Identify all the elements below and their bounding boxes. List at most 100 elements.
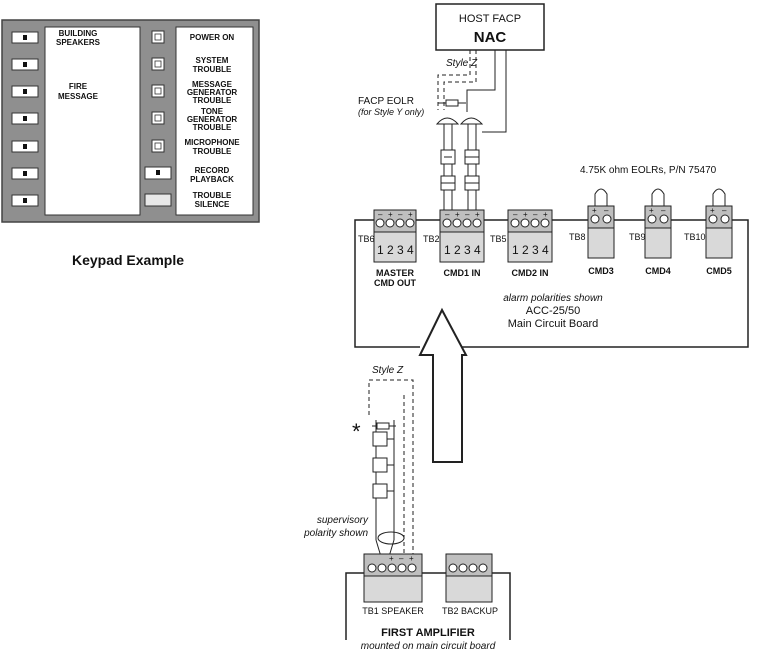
tb6-minus-2: – <box>398 210 403 219</box>
cmd-out-label: CMD OUT <box>374 278 416 288</box>
board-name-label: Main Circuit Board <box>508 318 598 330</box>
cmd4-label: CMD4 <box>645 266 671 276</box>
tb9-minus: – <box>661 206 666 215</box>
tb5-num-4: 4 <box>542 243 549 257</box>
alarm-polarities-label: alarm polarities shown <box>503 293 603 304</box>
tb2-minus-2: – <box>465 210 470 219</box>
tb5-num-3: 3 <box>532 243 539 257</box>
tb9-block <box>644 188 672 259</box>
tb2-num-4: 4 <box>474 243 481 257</box>
trouble-silence-label-1: TROUBLE <box>193 191 232 200</box>
microphone-trouble-label-1: MICROPHONE <box>184 138 240 147</box>
supervisory-label: supervisory <box>317 515 369 526</box>
tb6-num-1: 1 <box>377 243 384 257</box>
tb8-label: TB8 <box>569 232 586 242</box>
asterisk-mark: * <box>352 419 361 444</box>
system-trouble-label-1: SYSTEM <box>196 56 229 65</box>
host-facp-box: HOST FACP NAC <box>435 3 545 51</box>
board-model-label: ACC-25/50 <box>526 305 580 317</box>
microphone-trouble-label-2: TROUBLE <box>193 147 232 156</box>
amp-tb2-block <box>445 553 493 603</box>
tone-gen-trouble-label-1: TONE <box>201 107 224 116</box>
tb2-block <box>439 209 485 263</box>
tb6-minus-1: – <box>378 210 383 219</box>
msg-gen-trouble-label-2: GENERATOR <box>187 88 238 97</box>
first-amplifier-label: FIRST AMPLIFIER <box>381 627 475 639</box>
tb5-minus-1: – <box>513 210 518 219</box>
tb6-plus-2: + <box>408 210 413 219</box>
tb5-num-2: 2 <box>522 243 529 257</box>
tb1-speaker-label: TB1 SPEAKER <box>362 606 424 616</box>
tb8-plus: + <box>592 206 597 215</box>
tb2-num-2: 2 <box>454 243 461 257</box>
eolrs-label: 4.75K ohm EOLRs, P/N 75470 <box>580 165 717 176</box>
up-arrow <box>418 307 468 463</box>
first-amplifier-outline <box>345 572 511 640</box>
tone-gen-trouble-label-3: TROUBLE <box>193 123 232 132</box>
tb6-label: TB6 <box>358 234 375 244</box>
tb10-minus: – <box>722 206 727 215</box>
tb5-block <box>507 209 553 263</box>
tone-gen-trouble-label-2: GENERATOR <box>187 115 238 124</box>
tb5-label: TB5 <box>490 234 507 244</box>
cmd5-label: CMD5 <box>706 266 732 276</box>
cmd2-in-label: CMD2 IN <box>511 268 548 278</box>
tb2-label: TB2 <box>423 234 440 244</box>
tb2-num-3: 3 <box>464 243 471 257</box>
amp-plus-2: + <box>409 554 414 563</box>
tb5-plus-2: + <box>543 210 548 219</box>
building-speakers-label-2: SPEAKERS <box>56 38 101 47</box>
tb10-block <box>705 188 733 259</box>
keypad-title: Keypad Example <box>72 252 184 268</box>
tb9-plus: + <box>649 206 654 215</box>
tb2-backup-label: TB2 BACKUP <box>442 606 498 616</box>
amp-tb1-block <box>363 553 423 603</box>
building-speakers-label-1: BUILDING <box>59 29 98 38</box>
facp-eolr-note: (for Style Y only) <box>358 107 424 117</box>
tb2-plus-1: + <box>455 210 460 219</box>
tb10-plus: + <box>710 206 715 215</box>
msg-gen-trouble-label-3: TROUBLE <box>193 96 232 105</box>
tb10-label: TB10 <box>684 232 706 242</box>
cmd3-label: CMD3 <box>588 266 614 276</box>
style-z-top-label: Style Z <box>446 58 478 69</box>
system-trouble-label-2: TROUBLE <box>193 65 232 74</box>
speaker-wiring <box>368 379 414 561</box>
tb2-minus-1: – <box>445 210 450 219</box>
facp-eolr-label: FACP EOLR <box>358 96 414 107</box>
tb9-label: TB9 <box>629 232 646 242</box>
polarity-shown-label: polarity shown <box>303 528 368 539</box>
tb8-block <box>587 188 615 259</box>
keypad-right-indicators <box>144 30 172 207</box>
tb6-num-4: 4 <box>407 243 414 257</box>
host-wiring <box>435 50 507 210</box>
keypad-left-buttons <box>11 31 39 207</box>
tb5-plus-1: + <box>523 210 528 219</box>
nac-label: NAC <box>474 29 507 46</box>
fire-message-label-2: MESSAGE <box>58 92 99 101</box>
style-z-bottom-label: Style Z <box>372 365 404 376</box>
keypad-panel: BUILDING SPEAKERS FIRE MESSAGE POWER ON … <box>1 19 260 223</box>
tb8-minus: – <box>604 206 609 215</box>
tb6-block <box>373 209 417 263</box>
power-on-label: POWER ON <box>190 33 235 42</box>
cmd1-in-label: CMD1 IN <box>443 268 480 278</box>
msg-gen-trouble-label-1: MESSAGE <box>192 80 233 89</box>
tb6-num-2: 2 <box>387 243 394 257</box>
master-label: MASTER <box>376 268 415 278</box>
host-facp-label: HOST FACP <box>459 13 521 25</box>
tb5-num-1: 1 <box>512 243 519 257</box>
fire-message-label-1: FIRE <box>69 82 88 91</box>
trouble-silence-label-2: SILENCE <box>195 200 230 209</box>
record-playback-label-1: RECORD <box>195 166 230 175</box>
tb6-plus-1: + <box>388 210 393 219</box>
tb2-num-1: 1 <box>444 243 451 257</box>
record-playback-label-2: PLAYBACK <box>190 175 234 184</box>
tb6-num-3: 3 <box>397 243 404 257</box>
amp-plus-1: + <box>389 554 394 563</box>
first-amplifier-sub-label: mounted on main circuit board <box>361 641 496 652</box>
tb5-minus-2: – <box>533 210 538 219</box>
tb2-plus-2: + <box>475 210 480 219</box>
amp-minus-1: – <box>399 554 404 563</box>
